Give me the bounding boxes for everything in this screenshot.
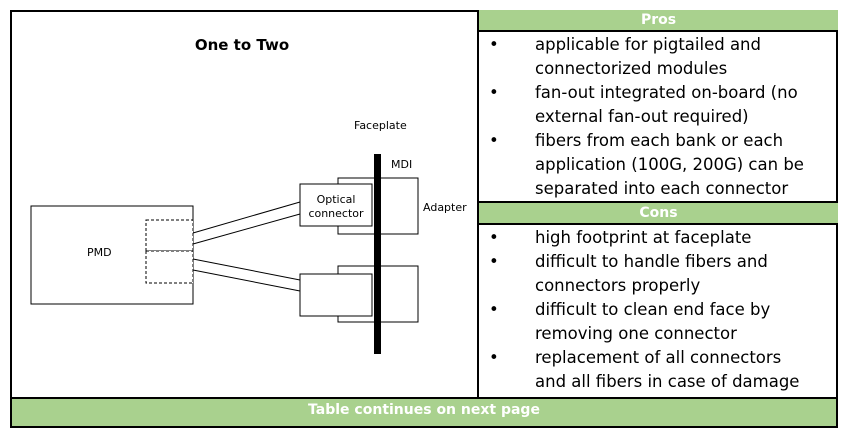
- optical-connector-lower: [299, 273, 373, 317]
- optical-connector-label-2: connector: [308, 207, 364, 220]
- cons-header: Cons: [479, 203, 838, 223]
- pros-header-rule: [479, 30, 838, 32]
- faceplate-bar: [374, 154, 381, 354]
- one-to-two-diagram: One to Two PMD Optical connector Facepla…: [30, 36, 467, 354]
- mdi-label: MDI: [391, 158, 412, 171]
- pros-list: • applicable for pigtailed and connector…: [479, 33, 838, 201]
- cons-top-rule: [479, 201, 838, 203]
- optical-connector-upper: [299, 183, 373, 227]
- fiber-upper-a: [192, 201, 301, 234]
- list-item: • difficult to clean end face by removin…: [489, 300, 771, 343]
- fiber-lower-b: [192, 269, 301, 292]
- list-item: • fibers from each bank or each applicat…: [489, 131, 804, 198]
- list-item: • high footprint at faceplate: [489, 228, 752, 247]
- pros-header: Pros: [479, 10, 838, 30]
- faceplate-label: Faceplate: [354, 119, 407, 132]
- fanout-lower: [145, 250, 194, 284]
- fanout-upper: [145, 219, 194, 252]
- cons-header-rule: [479, 223, 838, 225]
- optical-connector-label-1: Optical: [317, 193, 356, 206]
- diagram-title: One to Two: [195, 36, 289, 54]
- fiber-upper-b: [192, 213, 301, 245]
- adapter-label: Adapter: [423, 201, 467, 214]
- list-item: • applicable for pigtailed and connector…: [489, 35, 761, 78]
- table-continues-banner: Table continues on next page: [10, 397, 838, 428]
- cons-list: • high footprint at faceplate • difficul…: [479, 226, 838, 394]
- list-item: • fan-out integrated on-board (no extern…: [489, 83, 798, 126]
- fiber-lower-a: [192, 258, 301, 281]
- pmd-label: PMD: [87, 246, 112, 259]
- list-item: • difficult to handle fibers and connect…: [489, 252, 768, 295]
- list-item: • replacement of all connectors and all …: [489, 348, 800, 391]
- column-divider: [477, 10, 479, 397]
